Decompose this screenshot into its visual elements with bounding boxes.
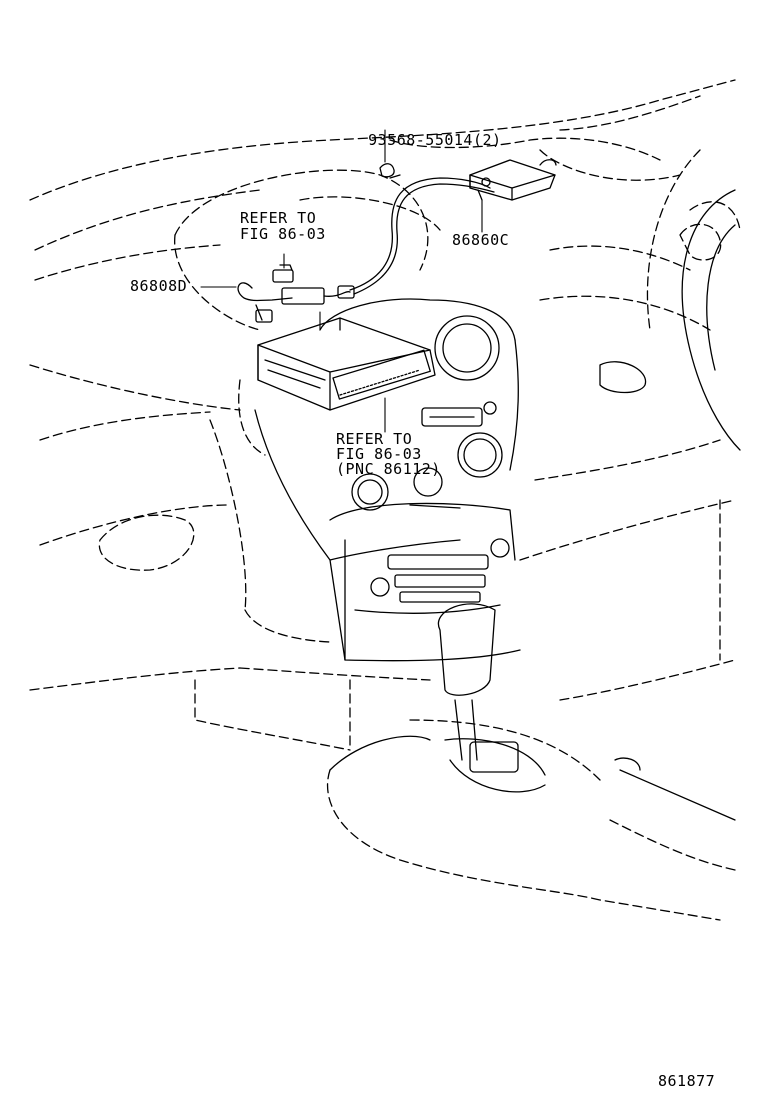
leader-lines: [200, 129, 483, 433]
center-console: [254, 298, 521, 662]
refer-note-lower-line3: (PNC 86112): [336, 460, 441, 478]
cord-part-number: 86808D: [130, 277, 188, 295]
upper-dash-dome: [174, 137, 681, 331]
steering-area: [519, 149, 741, 661]
antenna-cord-assembly: [237, 264, 355, 323]
steering-wheel: [599, 189, 741, 451]
figure-number: 861877: [658, 1072, 716, 1090]
receiver-box: [469, 159, 557, 201]
clip-quantity: (2): [472, 131, 502, 149]
center-tunnel: [194, 679, 736, 921]
refer-note-upper-line2: FIG 86-03: [240, 225, 326, 243]
shift-lever: [437, 603, 546, 793]
refer-note-lower-line1: REFER TO: [336, 430, 413, 448]
clip-part-number-label: 93568-55014(2): [330, 116, 502, 164]
radio-faceplate: [387, 407, 489, 603]
radio-receiver-unit: [257, 317, 436, 411]
left-vent-area: [98, 379, 331, 643]
refer-note-upper-line1: REFER TO: [240, 209, 317, 227]
receiver-part-number: 86860C: [452, 231, 510, 249]
refer-note-lower-line2: FIG 86-03: [336, 445, 422, 463]
console-vents: [351, 315, 510, 597]
dashboard-outline: [29, 79, 736, 701]
clip-part-number: 93568-55014: [368, 131, 473, 149]
antenna-cable: [349, 163, 495, 295]
